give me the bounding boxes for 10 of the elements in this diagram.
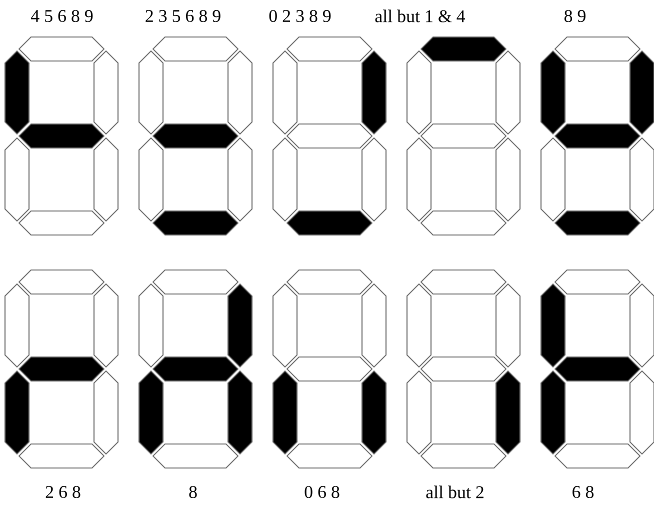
digit-label: 8 9 bbox=[564, 10, 586, 22]
digit-label: all but 2 bbox=[426, 486, 484, 498]
digit-label: 0 2 3 8 9 bbox=[269, 10, 331, 22]
digit-label: 2 3 5 6 8 9 bbox=[146, 10, 220, 22]
digit-label: 4 5 6 8 9 bbox=[30, 10, 93, 22]
digit-label: 0 6 8 bbox=[304, 486, 340, 498]
digit-label: all but 1 & 4 bbox=[375, 10, 466, 22]
digit-label: 8 bbox=[189, 486, 197, 498]
digit-label: 6 8 bbox=[572, 486, 594, 498]
digit-label: 2 6 8 bbox=[46, 486, 80, 498]
